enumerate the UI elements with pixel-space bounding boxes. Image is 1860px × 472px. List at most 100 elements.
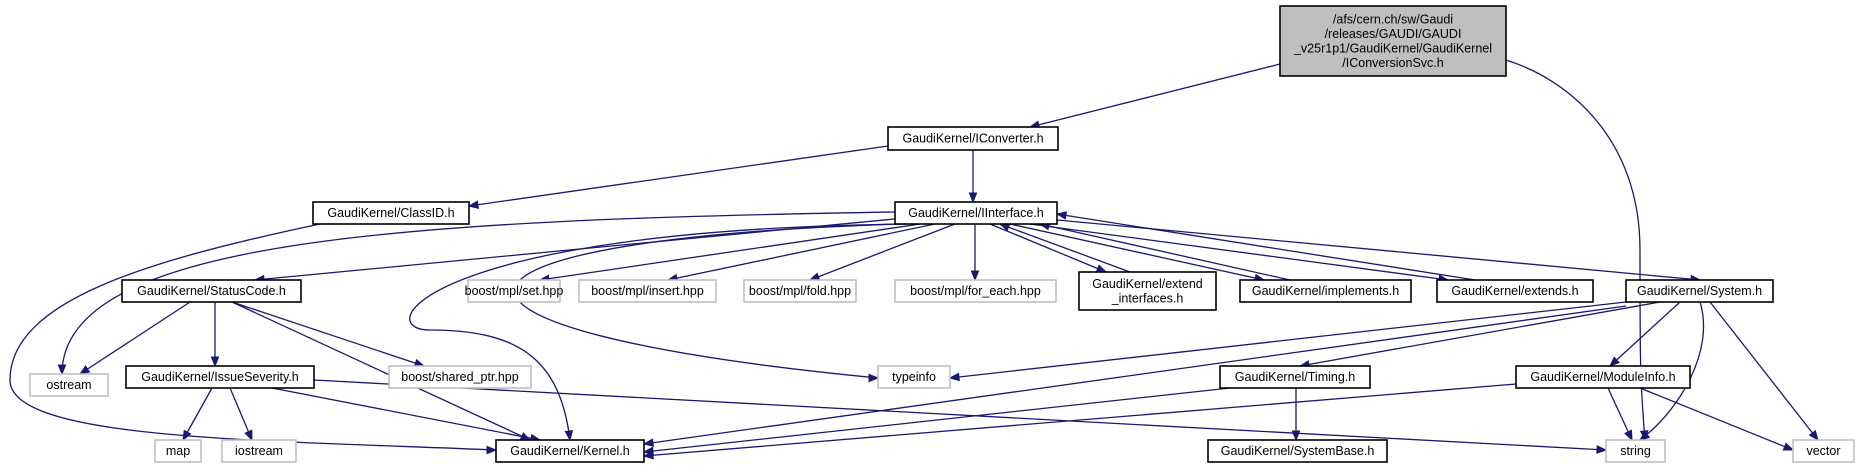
edge-system-to-vector	[1709, 301, 1819, 442]
edge-line	[1609, 301, 1681, 367]
edge-line	[809, 223, 956, 281]
edge-extendif-to-iinterface	[998, 223, 1131, 273]
node-box	[1436, 279, 1594, 303]
edge-issueseverity-to-kernel	[271, 387, 542, 443]
node-box	[743, 279, 857, 303]
node-label: GaudiKernel/IInterface.h	[908, 206, 1044, 220]
edge-line	[231, 301, 425, 367]
edge-issueseverity-to-string	[313, 379, 1608, 454]
arrowhead-icon	[78, 365, 91, 375]
node-box	[1605, 439, 1666, 463]
arrowhead-icon	[1609, 356, 1620, 367]
node-label: vector	[1806, 444, 1840, 458]
edge-line	[539, 223, 921, 281]
arrowhead-icon	[808, 272, 821, 281]
node-label: GaudiKernel/ClassID.h	[327, 206, 454, 220]
node-extends[interactable]: GaudiKernel/extends.h	[1436, 279, 1594, 303]
node-box	[1515, 365, 1691, 389]
edge-system-to-typeinfo	[948, 301, 1627, 382]
node-box	[887, 126, 1059, 151]
arrowhead-icon	[244, 429, 253, 442]
edge-extends-to-iinterface	[1055, 211, 1476, 281]
node-root[interactable]: /afs/cern.ch/sw/Gaudi/releases/GAUDI/GAU…	[1279, 5, 1507, 77]
node-box	[154, 439, 202, 463]
edge-moduleinfo-to-kernel	[642, 383, 1517, 460]
edge-line	[1607, 387, 1633, 441]
node-iostream: iostream	[221, 439, 297, 463]
edge-statuscode-to-sharedptr	[231, 301, 426, 368]
edge-line	[949, 301, 1627, 379]
node-box	[467, 279, 561, 303]
node-box	[121, 279, 302, 303]
node-kernel[interactable]: GaudiKernel/Kernel.h	[495, 439, 645, 463]
arrowhead-icon	[642, 450, 654, 460]
edge-line	[1056, 213, 1476, 281]
arrowhead-icon	[1808, 429, 1819, 442]
node-label: /releases/GAUDI/GAUDI	[1325, 27, 1462, 41]
arrowhead-icon	[564, 430, 574, 442]
node-system[interactable]: GaudiKernel/System.h	[1625, 279, 1774, 303]
node-box	[1207, 439, 1388, 463]
node-issueseverity[interactable]: GaudiKernel/IssueSeverity.h	[125, 365, 315, 389]
node-label: GaudiKernel/implements.h	[1252, 284, 1399, 298]
node-label: GaudiKernel/IConverter.h	[902, 132, 1043, 146]
edge-line	[9, 223, 497, 451]
edge-system-to-moduleinfo	[1609, 301, 1681, 367]
arrowhead-icon	[868, 373, 880, 383]
node-vector: vector	[1792, 439, 1855, 463]
node-implements[interactable]: GaudiKernel/implements.h	[1239, 279, 1412, 303]
node-label: boost/mpl/set.hpp	[465, 284, 564, 298]
node-label: GaudiKernel/extends.h	[1451, 284, 1578, 298]
node-label: GaudiKernel/StatusCode.h	[137, 284, 286, 298]
edge-line	[182, 387, 213, 441]
node-label: /afs/cern.ch/sw/Gaudi	[1333, 12, 1453, 26]
edge-iconverter-to-classid	[467, 145, 889, 209]
node-box	[1625, 279, 1774, 303]
node-label: typeinfo	[892, 370, 936, 384]
node-systembase[interactable]: GaudiKernel/SystemBase.h	[1207, 439, 1388, 463]
edge-root-to-iconverter	[1028, 63, 1281, 129]
arrowhead-icon	[1638, 430, 1651, 441]
node-label: /IConversionSvc.h	[1342, 56, 1443, 70]
edge-line	[313, 379, 1607, 451]
edge-layer	[9, 59, 1819, 460]
arrowhead-icon	[970, 270, 980, 282]
node-classid[interactable]: GaudiKernel/ClassID.h	[312, 201, 470, 225]
edge-timing-to-systembase	[1291, 388, 1301, 442]
node-label: boost/mpl/fold.hpp	[749, 284, 851, 298]
edge-iinterface-to-kernel	[409, 223, 906, 442]
node-label: _interfaces.h	[1111, 291, 1184, 305]
arrowhead-icon	[1782, 442, 1795, 451]
arrowhead-icon	[642, 438, 655, 447]
node-statuscode[interactable]: GaudiKernel/StatusCode.h	[121, 279, 302, 303]
arrowhead-icon	[57, 364, 67, 376]
node-typeinfo: typeinfo	[877, 365, 951, 389]
node-box	[1078, 271, 1217, 311]
node-mplfold: boost/mpl/fold.hpp	[743, 279, 857, 303]
node-ostream: ostream	[29, 373, 109, 397]
arrowhead-icon	[210, 356, 220, 368]
node-extendif[interactable]: GaudiKernel/extend_interfaces.h	[1078, 271, 1217, 311]
edge-line	[271, 387, 541, 441]
node-iinterface[interactable]: GaudiKernel/IInterface.h	[894, 201, 1058, 225]
edge-line	[643, 305, 1627, 445]
node-label: ostream	[46, 378, 91, 392]
edge-iinterface-to-mplfold	[808, 223, 956, 281]
node-iconverter[interactable]: GaudiKernel/IConverter.h	[887, 126, 1059, 151]
edge-iinterface-to-extendif	[989, 223, 1108, 273]
node-box	[877, 365, 951, 389]
edge-line	[667, 223, 936, 281]
edge-line	[468, 145, 889, 207]
node-string: string	[1605, 439, 1666, 463]
edge-line	[1029, 63, 1281, 128]
arrowhead-icon	[948, 372, 960, 382]
edge-moduleinfo-to-vector	[1639, 387, 1795, 451]
edge-line	[999, 223, 1131, 273]
node-box	[29, 373, 109, 397]
node-moduleinfo[interactable]: GaudiKernel/ModuleInfo.h	[1515, 365, 1691, 389]
edge-issueseverity-to-map	[182, 387, 213, 442]
edge-line	[643, 387, 1231, 453]
node-timing[interactable]: GaudiKernel/Timing.h	[1219, 365, 1371, 389]
edge-statuscode-to-issueseverity	[210, 302, 220, 368]
